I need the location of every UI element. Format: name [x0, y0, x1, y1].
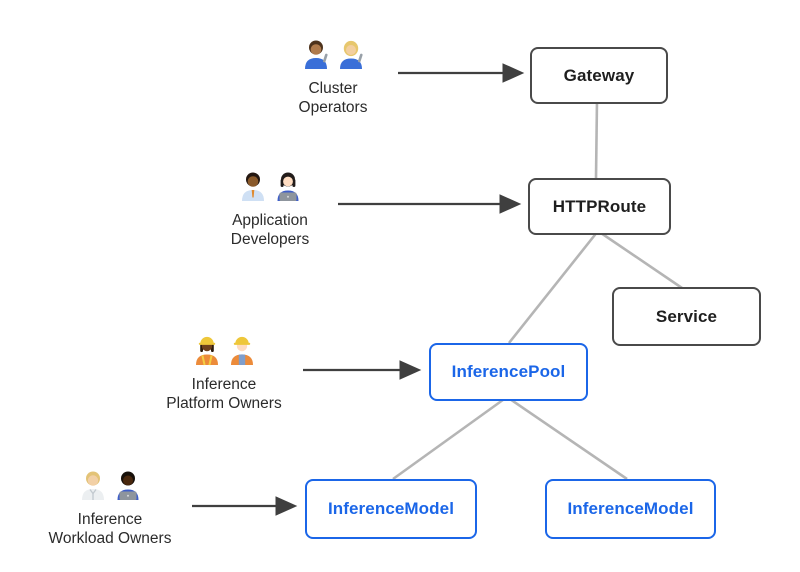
persona-label: Application Developers: [231, 211, 309, 249]
persona-label: Inference Workload Owners: [49, 510, 172, 548]
persona-inference-workload-owners: Inference Workload Owners: [28, 467, 192, 548]
persona-cluster-operators: Cluster Operators: [256, 36, 410, 117]
node-inferencepool: InferencePool: [429, 343, 588, 401]
persona-label: Inference Platform Owners: [166, 375, 281, 413]
persona-label-line1: Inference: [191, 376, 257, 393]
persona-label-line1: Inference: [77, 511, 143, 528]
woman-construction-worker-icon: [195, 336, 218, 366]
node-inferencemodel-left: InferenceModel: [305, 479, 477, 539]
connector-httproute-service: [597, 229, 683, 290]
node-httproute: HTTPRoute: [528, 178, 671, 235]
woman-mechanic-icon: [339, 40, 363, 69]
node-label: InferencePool: [451, 362, 566, 381]
persona-label-line2: Developers: [230, 231, 310, 248]
node-label: InferenceModel: [327, 499, 455, 518]
node-inferencemodel-right: InferenceModel: [545, 479, 716, 539]
node-gateway: Gateway: [530, 47, 668, 104]
node-service: Service: [612, 287, 761, 346]
connector-httproute-inferencepool: [507, 230, 600, 344]
connector-gateway-httproute: [594, 99, 599, 179]
node-label: Gateway: [563, 65, 635, 85]
persona-icons: [78, 467, 143, 501]
persona-icons: [238, 168, 303, 202]
persona-inference-platform-owners: Inference Platform Owners: [142, 332, 306, 413]
connector-inferencepool-inferencemodel-left: [392, 395, 508, 481]
man-construction-worker-icon: [230, 336, 253, 365]
person-technologist-icon: [117, 471, 138, 500]
persona-icons: [192, 332, 257, 366]
node-label: HTTPRoute: [552, 196, 647, 216]
persona-label-line1: Application: [232, 212, 308, 229]
persona-label-line1: Cluster: [308, 80, 358, 97]
persona-label-line2: Workload Owners: [48, 530, 172, 547]
persona-label: Cluster Operators: [299, 79, 368, 117]
woman-technologist-icon: [277, 172, 298, 201]
node-label: Service: [655, 306, 718, 326]
persona-label-line2: Operators: [298, 99, 368, 116]
node-label: InferenceModel: [567, 499, 694, 518]
persona-icons: [301, 36, 366, 70]
person-health-worker-icon: [81, 471, 104, 500]
persona-label-line2: Platform Owners: [166, 395, 282, 412]
man-mechanic-icon: [304, 40, 328, 69]
man-office-worker-icon: [241, 172, 264, 201]
connector-inferencepool-inferencemodel-right: [506, 395, 628, 481]
persona-application-developers: Application Developers: [195, 168, 345, 249]
